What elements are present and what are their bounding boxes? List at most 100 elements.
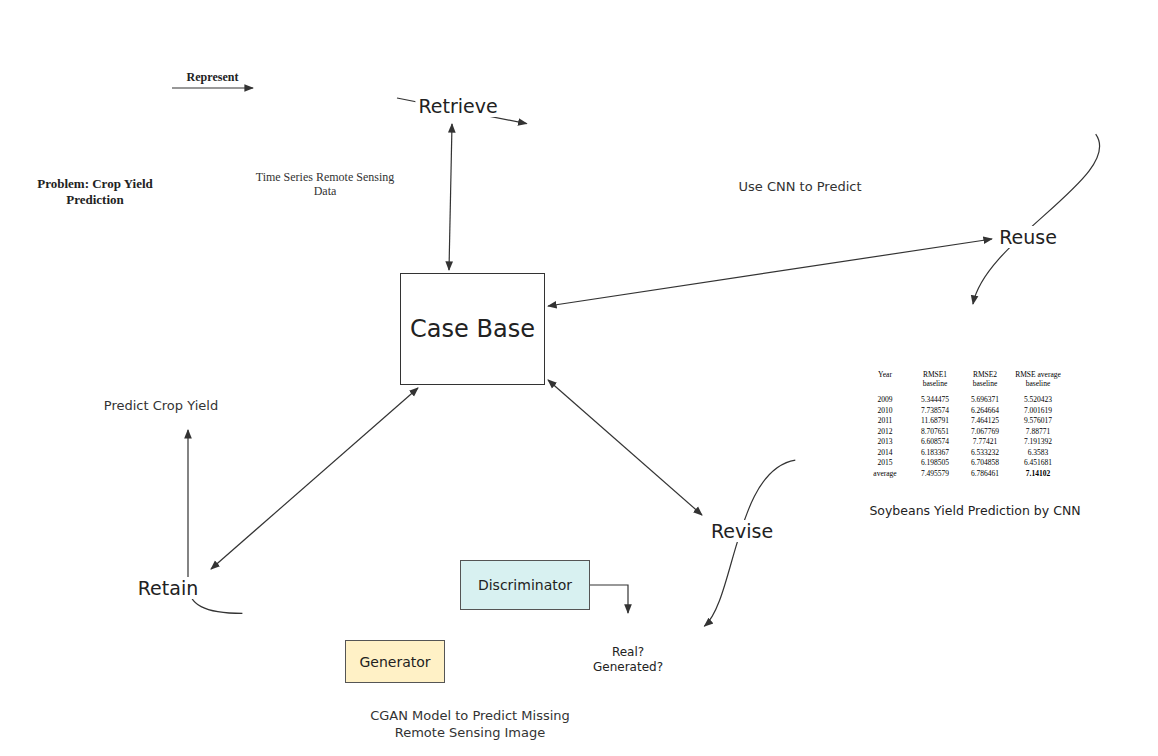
label-holder: Retrieve [415,95,500,117]
illustration-part [872,88,900,94]
table-cell: 9.576017 [1009,416,1067,425]
table-cell: 5.696371 [965,395,1005,404]
illustration-part [390,588,394,592]
illustration-part [858,362,1078,487]
illustration-part [32,102,98,156]
illustration-part [140,325,232,388]
case-base-box: Case Base [400,273,545,385]
illustration-part [814,72,820,140]
step-label: Retrieve [415,95,500,117]
cnn-ellipse: Use CNN to Predict [525,17,1100,223]
flow-arrow [973,134,1100,304]
illustration-part [374,591,377,594]
illustration-part [150,358,175,385]
illustration-part [776,72,792,78]
discriminator-box: Discriminator [460,560,590,610]
table-cell: 6.264664 [965,406,1005,415]
illustration-part [603,35,1005,170]
illustration-part [88,283,232,388]
node-picture [255,25,395,165]
illustration-part [772,72,778,140]
table-cell: RMSE2 baseline [965,370,1005,388]
table-cell: 2011 [868,416,902,425]
generator-box: Generator [345,640,445,683]
illustration-part [684,42,700,48]
table-cell: 2015 [868,458,902,467]
table-cell: 6.451681 [1009,458,1067,467]
flow-arrow [172,87,253,88]
text-holder: Predict Crop Yield [71,397,251,414]
node-text: Use CNN to Predict [700,178,900,195]
illustration-part [88,283,140,388]
label-holder: Revise [708,520,776,542]
table-cell: Year [868,370,902,379]
illustration-part [285,622,302,710]
ellipse-outline [527,18,1099,222]
illustration-part [603,35,640,165]
illustration-part [517,612,518,628]
illustration-part [40,98,125,118]
step-label: Revise [708,520,776,542]
text-holder: Time Series Remote Sensing Data [255,170,395,198]
illustration-part [698,42,738,48]
illustration-part [180,345,232,388]
illustration-part [920,88,926,134]
illustration-part [110,110,158,150]
table-cell: 6.608574 [915,437,955,446]
node-text: Case Base [410,314,535,344]
double-arrow [449,124,452,270]
table-cell: 7.001619 [1009,406,1067,415]
table-cell: 5.344475 [915,395,955,404]
illustration-part [684,48,694,156]
illustration-part [447,661,485,662]
table-cell: 6.704858 [965,458,1005,467]
illustration-part [340,110,362,130]
illustration-part [924,94,950,134]
diamond-outline [564,613,692,707]
illustration-part [71,16,129,100]
text-holder: Soybeans Yield Prediction by CNN [825,503,1125,519]
illustration-part [102,59,168,105]
table-illustration [858,362,1078,487]
node-text: Time Series Remote Sensing Data [255,170,395,198]
illustration-part [694,42,700,156]
illustration-part [894,88,900,134]
illustration-part [255,25,395,165]
illustration-part [410,581,457,582]
node-text: Soybeans Yield Prediction by CNN [825,503,1125,519]
table-cell: average [868,469,902,478]
cgan-ellipse: CGAN Model to Predict Missing Remote Sen… [230,535,710,756]
table-cell: 6.183367 [915,448,955,457]
illustration-part [290,60,310,82]
table-cell: 7.495579 [915,469,955,478]
node-text: CGAN Model to Predict Missing Remote Sen… [350,707,590,741]
table-cell: 7.464125 [965,416,1005,425]
text-holder: Use CNN to Predict [700,178,900,195]
illustration-part [776,78,786,140]
table-cell: RMSE1 baseline [915,370,955,388]
illustration-part [672,42,688,48]
table-cell: 7.77421 [965,437,1005,446]
step-label: Represent [187,70,239,84]
illustration-part [628,62,678,138]
illustration-part [265,130,287,148]
table-cell: 6.533232 [965,448,1005,457]
illustration-part [732,42,738,156]
illustration-part [790,72,820,78]
table-cell: 5.520423 [1009,395,1067,404]
node-text: Generator [359,653,430,671]
yield-map-illustration [88,283,232,388]
problem-node: Problem: Crop Yield Prediction [20,30,170,220]
illustration-part [190,283,232,305]
illustration-part [523,682,533,690]
table-cell: 8.707651 [915,427,955,436]
ellipse-outline [232,537,708,753]
illustration-part [88,283,232,388]
illustration-part [898,88,926,94]
illustration-part [88,283,232,388]
illustration-part [55,122,152,142]
text-holder: Problem: Crop Yield Prediction [20,176,170,208]
table-cell: 7.191392 [1009,437,1067,446]
illustration-part [88,283,232,388]
